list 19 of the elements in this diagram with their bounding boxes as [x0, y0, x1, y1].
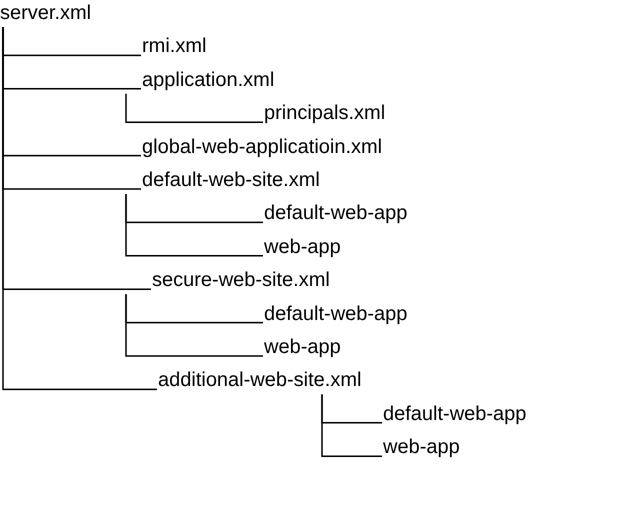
file-name-text: rmi.xml: [142, 34, 206, 58]
file-name-text: server.xml: [0, 1, 92, 25]
file-name-text: web-app: [264, 335, 341, 359]
file-name-text: default-web-site.xml: [142, 168, 320, 192]
file-name-text: application.xml: [142, 68, 274, 92]
file-name-text: default-web-app: [383, 402, 526, 426]
file-name-text: default-web-app: [264, 302, 408, 326]
file-name-text: additional-web-site.xml: [158, 368, 362, 392]
file-name-text: secure-web-site.xml: [152, 268, 330, 292]
file-name-text: web-app: [383, 435, 460, 460]
tree-connector: [125, 294, 263, 357]
file-name-text: default-web-app: [264, 201, 408, 226]
tree-connector: [321, 394, 382, 457]
file-name-text: principals.xml: [264, 101, 386, 126]
file-name-text: global-web-applicatioin.xml: [142, 134, 382, 159]
file-name-text: web-app: [264, 234, 341, 259]
tree-connector: [125, 194, 263, 257]
tree-connector: [2, 27, 157, 390]
tree-connector: [125, 94, 263, 123]
